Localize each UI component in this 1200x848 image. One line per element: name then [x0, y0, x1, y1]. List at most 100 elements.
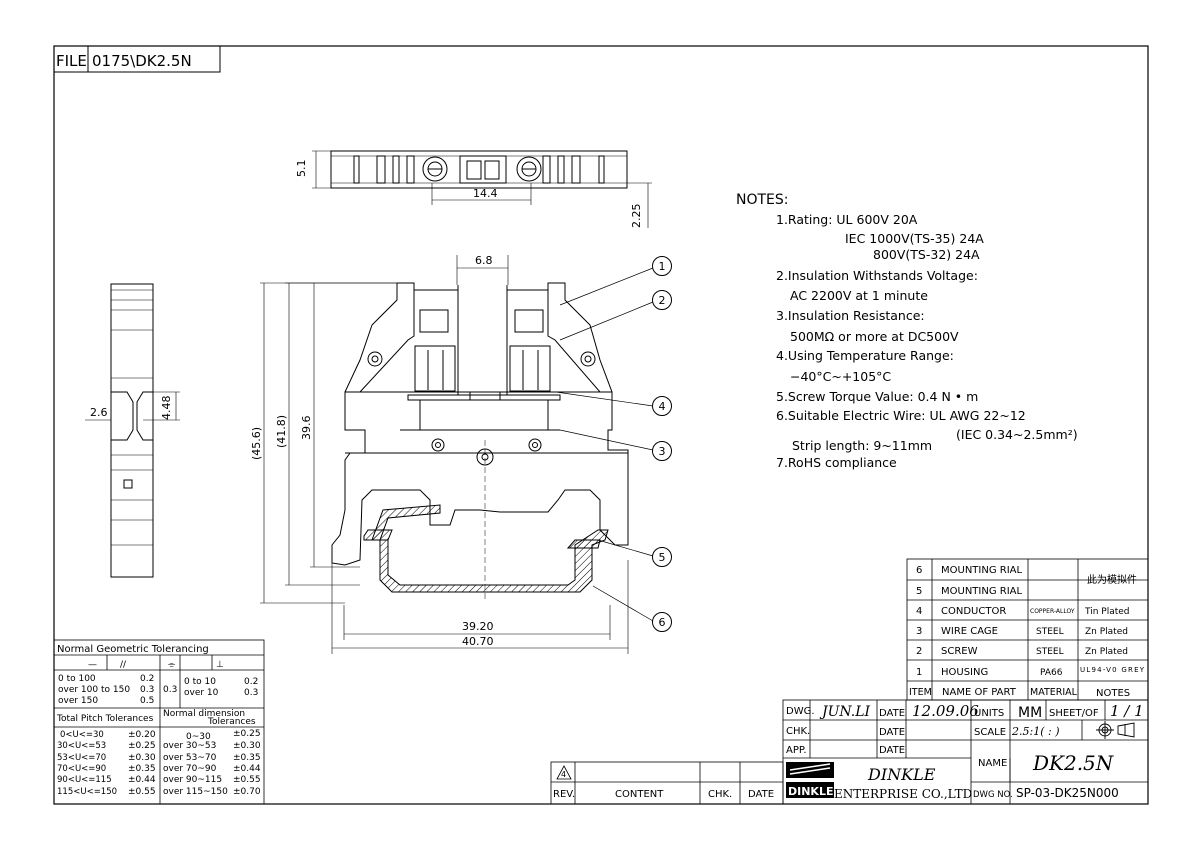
part-name: WIRE CAGE: [941, 626, 998, 637]
units-label: UNITS: [974, 708, 1004, 719]
front-view: [260, 255, 629, 654]
tol-symbol: //: [120, 660, 127, 670]
name-value: DK2.5N: [1032, 751, 1115, 775]
note-line: 1.Rating: UL 600V 20A: [776, 212, 918, 227]
notes-title: NOTES:: [736, 192, 789, 208]
units-value: MM: [1018, 705, 1042, 721]
dim-range: over 115~150: [163, 787, 228, 797]
pitch-value: ±0.30: [128, 753, 156, 763]
pitch-value: ±0.44: [128, 775, 156, 785]
parts-header-item: ITEM: [909, 687, 932, 698]
date-label: DATE: [879, 708, 905, 719]
part-name: SCREW: [941, 646, 978, 657]
scale-value: 2.5:1( : ): [1011, 725, 1059, 738]
tol-symbol: ⌯: [168, 660, 176, 670]
date-label: DATE: [879, 727, 905, 738]
dim-top-width: 14.4: [473, 187, 498, 200]
dim-range: over 70~90: [163, 764, 217, 774]
leader-lines: [555, 267, 654, 622]
pitch-range: 90<U<=115: [57, 775, 112, 785]
callout-2: 2: [652, 290, 672, 310]
din-rail: [363, 504, 609, 593]
pitch-value: ±0.20: [128, 730, 156, 740]
note-line: IEC 1000V(TS-35) 24A: [845, 231, 984, 246]
note-line: (IEC 0.34~2.5mm²): [956, 427, 1078, 442]
date-label: DATE: [879, 745, 905, 756]
dwg-label: DWG.: [786, 706, 815, 717]
parts-header-name: NAME OF PART: [942, 687, 1017, 698]
revision-rev-header: REV.: [553, 789, 575, 800]
dwg-no-label: DWG NO.: [973, 790, 1013, 800]
pitch-range: 53<U<=70: [57, 753, 106, 763]
dim-offset: 2.25: [630, 204, 643, 229]
dwg-by: JUN.LI: [819, 704, 871, 720]
note-line: 6.Suitable Electric Wire: UL AWG 22~12: [776, 408, 1026, 423]
part-item: 6: [916, 565, 922, 576]
dim-title: Tolerances: [207, 717, 256, 727]
dim-value: ±0.25: [233, 729, 261, 739]
callout-5-label: 5: [659, 551, 666, 564]
dim-title: Normal dimension: [163, 709, 245, 719]
app-label: APP.: [786, 745, 807, 756]
geo-range: over 150: [58, 696, 98, 706]
dim-w2: 40.70: [462, 635, 494, 648]
part-merged-note: 此为模拟件: [1087, 573, 1137, 586]
part-item: 5: [916, 586, 922, 597]
dim-top-height: 5.1: [295, 160, 308, 178]
geo-range: over 100 to 150: [58, 685, 130, 695]
dwg-no-value: SP-03-DK25N000: [1016, 786, 1119, 800]
dim-pitch: 6.8: [475, 254, 493, 267]
dinkle-logo: DINKLE: [786, 762, 834, 798]
geo-value: 0.5: [140, 696, 154, 706]
part-name: MOUNTING RIAL: [941, 586, 1023, 597]
part-name: CONDUCTOR: [941, 606, 1006, 617]
dim-range: over 90~115: [163, 775, 222, 785]
tolerance-title: Normal Geometric Tolerancing: [57, 644, 209, 655]
note-line: 800V(TS-32) 24A: [873, 247, 980, 262]
note-line: 500MΩ or more at DC500V: [790, 329, 959, 344]
note-line: 4.Using Temperature Range:: [776, 348, 954, 363]
file-label-text: FILE: [56, 52, 87, 70]
geo-value: 0.2: [140, 674, 154, 684]
file-path: 0175\DK2.5N: [92, 52, 192, 70]
revision-mark: 4: [561, 770, 566, 779]
sheet-value: 1 / 1: [1110, 702, 1144, 720]
title-block: DWG. JUN.LI DATE 12.09.06 UNITS MM SHEET…: [782, 699, 1149, 805]
geo-value: 0.3: [244, 688, 258, 698]
note-line: −40°C~+105°C: [790, 369, 891, 384]
revision-content-header: CONTENT: [615, 789, 664, 800]
part-name: HOUSING: [941, 667, 988, 678]
callout-2-label: 2: [659, 294, 666, 307]
dim-value: ±0.44: [233, 764, 261, 774]
part-material: PA66: [1040, 668, 1063, 678]
scale-label: SCALE: [974, 727, 1006, 738]
side-view: [85, 283, 180, 578]
dim-side-b: 4.48: [160, 396, 173, 421]
dim-range: over 30~53: [163, 741, 216, 751]
company-suffix: ENTERPRISE CO.,LTD: [834, 787, 972, 801]
part-item: 1: [916, 667, 922, 678]
tol-symbol: —: [88, 660, 97, 670]
dim-h3: 39.6: [300, 416, 313, 441]
dim-w1: 39.20: [462, 620, 494, 633]
pitch-value: ±0.55: [128, 787, 156, 797]
callout-6: 6: [652, 612, 672, 632]
parts-list: 6 MOUNTING RIAL 5 MOUNTING RIAL 此为模拟件 4 …: [906, 558, 1149, 701]
file-label: FILE 0175\DK2.5N: [53, 45, 221, 73]
notes-block: NOTES: 1.Rating: UL 600V 20A IEC 1000V(T…: [736, 192, 1078, 470]
pitch-value: ±0.35: [128, 764, 156, 774]
callout-4: 4: [652, 396, 672, 416]
part-notes: Zn Plated: [1085, 647, 1128, 657]
tolerance-table: Normal Geometric Tolerancing — // ⌯ ⊥ 0 …: [53, 639, 265, 805]
note-line: 2.Insulation Withstands Voltage:: [776, 268, 978, 283]
dim-h1: (45.6): [250, 427, 263, 460]
callout-1-label: 1: [659, 260, 666, 273]
company-name: DINKLE: [867, 765, 936, 784]
callout-6-label: 6: [659, 616, 666, 629]
geo-range: 0 to 10: [184, 677, 216, 687]
top-view: [312, 150, 652, 228]
part-item: 3: [916, 626, 922, 637]
pitch-range: 30<U<=53: [57, 741, 106, 751]
revision-block: 4 REV. CONTENT CHK. DATE: [550, 761, 784, 805]
